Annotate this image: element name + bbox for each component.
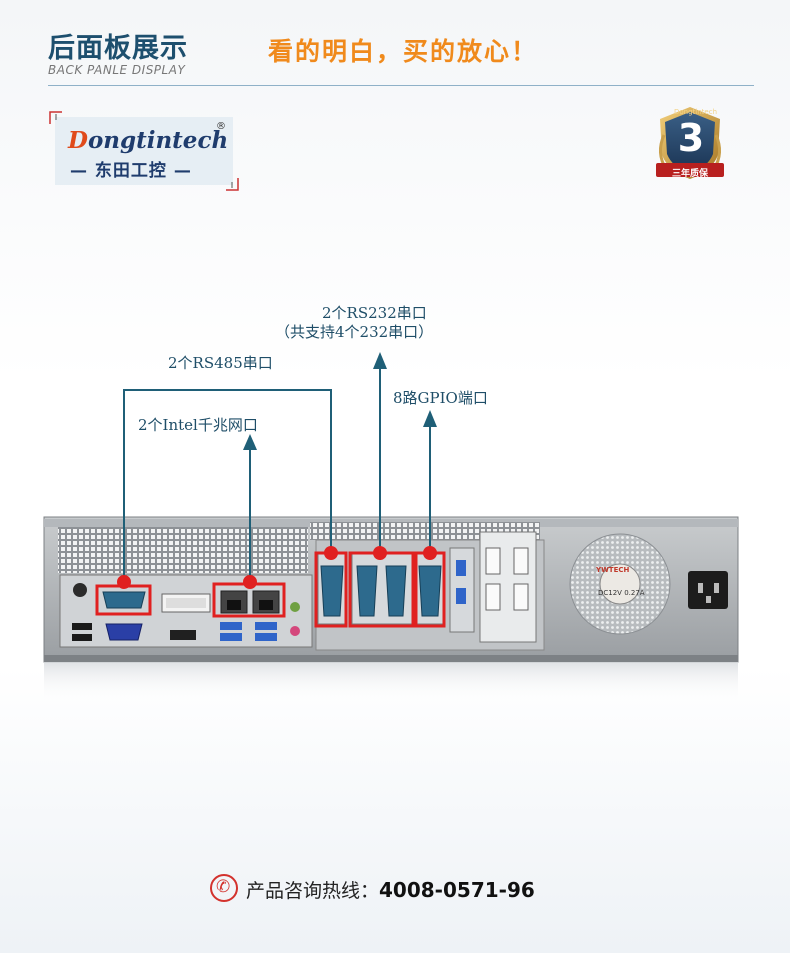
hotline: 产品咨询热线：4008-0571-96 [246, 878, 535, 902]
callout-arrows [243, 352, 437, 450]
rear-vent [58, 527, 308, 573]
warranty-badge-icon [656, 107, 724, 179]
logo-chinese: — 东田工控 — [70, 161, 192, 181]
header-divider [48, 85, 754, 86]
logo-wordmark: Dongtintech [68, 127, 229, 154]
label-rs232-note: （共支持4个232串口） [275, 323, 434, 341]
hotline-number: 4008-0571-96 [379, 878, 535, 902]
brand-logo [55, 117, 233, 185]
page-subtitle: BACK PANLE DISPLAY [48, 63, 186, 77]
callout-lines [123, 368, 431, 582]
label-rs232: 2个RS232串口 [322, 304, 427, 322]
badge-number: 3 [677, 116, 705, 160]
psu-brand: YWTECH [596, 566, 630, 574]
psu-spec: DC12V 0.27A [598, 589, 645, 597]
logo-corner-marks [49, 111, 239, 191]
callout-dots [117, 546, 437, 589]
slogan: 看的明白，买的放心！ [268, 37, 539, 66]
label-gpio: 8路GPIO端口 [393, 389, 488, 407]
registered-mark: ® [216, 121, 226, 132]
chassis-reflection [44, 662, 738, 702]
power-inlet [688, 571, 728, 609]
badge-text: 三年质保 [671, 169, 708, 179]
label-rs485: 2个RS485串口 [168, 354, 273, 372]
label-intel-lan: 2个Intel千兆网口 [138, 416, 258, 434]
badge-brand: Dongtintech [674, 108, 718, 116]
page-title: 后面板展示 [48, 33, 188, 64]
phone-icon: ✆ [210, 874, 238, 902]
